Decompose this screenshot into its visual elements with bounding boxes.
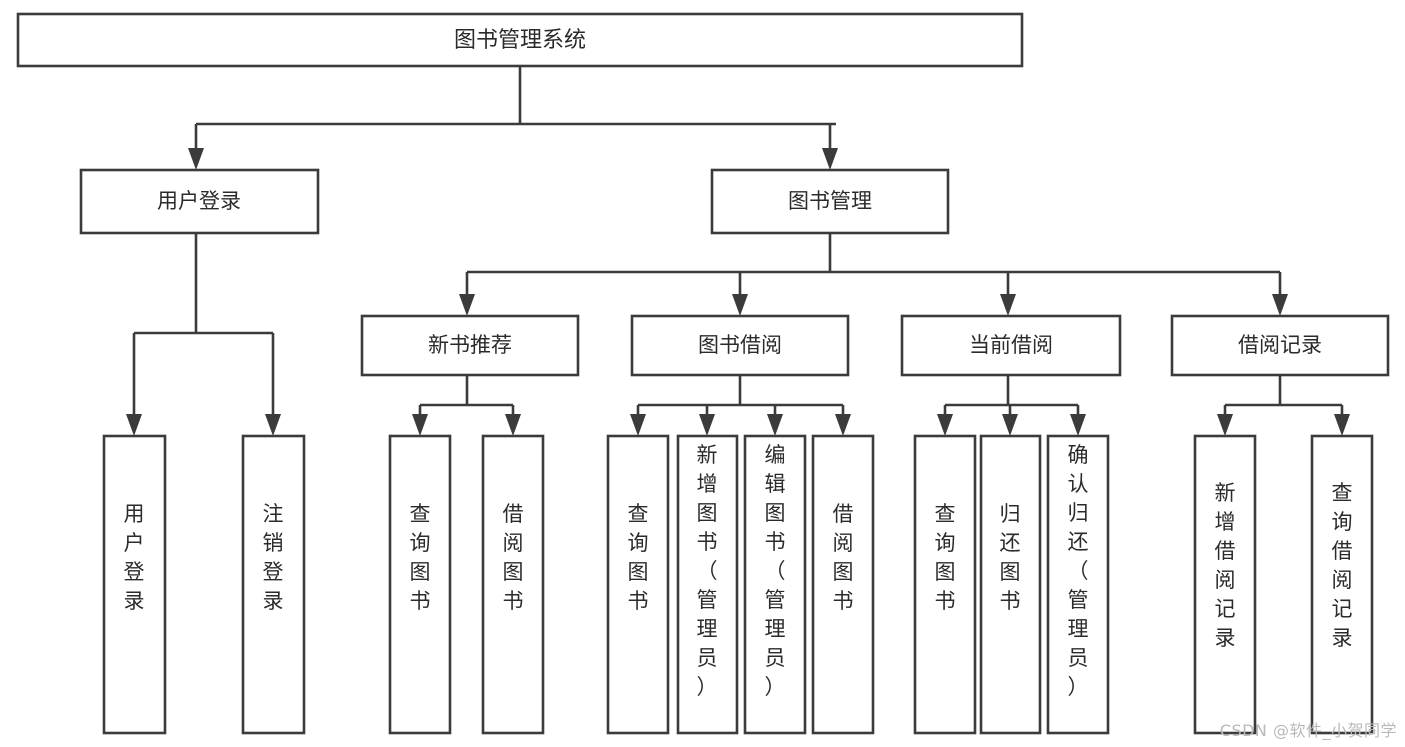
node-leaf-record-query-label: 查询借阅记录 bbox=[1332, 481, 1353, 650]
node-leaf-record-add-label: 新增借阅记录 bbox=[1215, 481, 1236, 650]
node-leaf-current-query-label: 查询图书 bbox=[935, 502, 956, 613]
node-new-book-recommend-label: 新书推荐 bbox=[428, 333, 512, 357]
node-leaf-user-login[interactable]: 用户登录 bbox=[102, 434, 167, 735]
arrow-bm-to-record bbox=[1272, 294, 1288, 316]
arrow-cb-to-leaf3 bbox=[1070, 414, 1086, 436]
node-leaf-borrow-add-label: 新增图书（管理员） bbox=[697, 443, 718, 699]
node-leaf-user-login-label: 用户登录 bbox=[124, 502, 145, 613]
arrow-cb-to-leaf1 bbox=[937, 414, 953, 436]
arrow-rec-to-leaf1 bbox=[1217, 414, 1233, 436]
node-leaf-borrow-edit-box[interactable] bbox=[743, 434, 807, 735]
node-leaf-record-add-box[interactable] bbox=[1193, 434, 1257, 735]
node-leaf-user-login-box[interactable] bbox=[102, 434, 167, 735]
node-current-borrow-box[interactable] bbox=[900, 314, 1122, 377]
node-book-management-box[interactable] bbox=[710, 168, 950, 235]
node-leaf-current-confirm[interactable]: 确认归还（管理员） bbox=[1046, 434, 1110, 735]
node-book-borrow[interactable]: 图书借阅 bbox=[630, 314, 850, 377]
node-leaf-newbook-borrow-label: 借阅图书 bbox=[503, 502, 524, 613]
node-leaf-record-query-box[interactable] bbox=[1310, 434, 1374, 735]
connector-group-newbook-to-leaves bbox=[412, 375, 521, 436]
node-leaf-borrow-add[interactable]: 新增图书（管理员） bbox=[676, 434, 739, 735]
node-leaf-current-query[interactable]: 查询图书 bbox=[913, 434, 977, 735]
node-leaf-current-query-box[interactable] bbox=[913, 434, 977, 735]
arrow-nb-to-leaf2 bbox=[505, 414, 521, 436]
arrow-nb-to-leaf1 bbox=[412, 414, 428, 436]
node-book-management[interactable]: 图书管理 bbox=[710, 168, 950, 235]
arrow-bb-to-leaf2 bbox=[699, 414, 715, 436]
node-leaf-borrow-query-box[interactable] bbox=[606, 434, 670, 735]
node-leaf-newbook-borrow[interactable]: 借阅图书 bbox=[481, 434, 545, 735]
node-new-book-recommend-box[interactable] bbox=[360, 314, 580, 377]
node-root-label: 图书管理系统 bbox=[454, 28, 586, 53]
arrow-bb-to-leaf4 bbox=[835, 414, 851, 436]
arrow-user-login-to-leaf2 bbox=[265, 414, 281, 436]
node-book-borrow-box[interactable] bbox=[630, 314, 850, 377]
node-user-login[interactable]: 用户登录 bbox=[79, 168, 320, 235]
node-leaf-borrow-add-box[interactable] bbox=[676, 434, 739, 735]
arrow-user-login-to-leaf1 bbox=[126, 414, 142, 436]
connector-group-root-to-level2 bbox=[188, 66, 838, 170]
node-user-login-label: 用户登录 bbox=[157, 189, 241, 213]
node-borrow-record-label: 借阅记录 bbox=[1238, 333, 1322, 357]
node-book-management-label: 图书管理 bbox=[788, 189, 872, 213]
arrow-bm-to-borrow bbox=[732, 294, 748, 316]
node-leaf-current-confirm-box[interactable] bbox=[1046, 434, 1110, 735]
node-leaf-user-logout-box[interactable] bbox=[241, 434, 306, 735]
arrow-bm-to-current bbox=[1000, 294, 1016, 316]
node-leaf-borrow-borrow-box[interactable] bbox=[811, 434, 875, 735]
connector-group-user-login-to-leaves bbox=[126, 233, 281, 436]
node-leaf-user-logout[interactable]: 注销登录 bbox=[241, 434, 306, 735]
node-user-login-box[interactable] bbox=[79, 168, 320, 235]
node-leaf-borrow-edit[interactable]: 编辑图书（管理员） bbox=[743, 434, 807, 735]
node-leaf-current-return[interactable]: 归还图书 bbox=[979, 434, 1042, 735]
node-book-borrow-label: 图书借阅 bbox=[698, 333, 782, 357]
arrow-root-to-book-mgmt bbox=[822, 148, 838, 170]
node-leaf-current-confirm-label: 确认归还（管理员） bbox=[1068, 443, 1089, 699]
node-leaf-borrow-borrow[interactable]: 借阅图书 bbox=[811, 434, 875, 735]
node-leaf-current-return-box[interactable] bbox=[979, 434, 1042, 735]
connector-group-current-to-leaves bbox=[937, 375, 1086, 436]
arrow-bb-to-leaf1 bbox=[630, 414, 646, 436]
arrow-bb-to-leaf3 bbox=[767, 414, 783, 436]
node-leaf-borrow-query-label: 查询图书 bbox=[628, 502, 649, 613]
arrow-root-to-user-login bbox=[188, 148, 204, 170]
node-root-box[interactable] bbox=[16, 12, 1024, 68]
node-leaf-borrow-query[interactable]: 查询图书 bbox=[606, 434, 670, 735]
connector-group-book-mgmt-to-level3 bbox=[459, 233, 1288, 316]
node-new-book-recommend[interactable]: 新书推荐 bbox=[360, 314, 580, 377]
connector-group-borrow-to-leaves bbox=[630, 375, 851, 436]
node-leaf-newbook-query[interactable]: 查询图书 bbox=[388, 434, 452, 735]
node-leaf-current-return-label: 归还图书 bbox=[1000, 502, 1021, 613]
node-current-borrow[interactable]: 当前借阅 bbox=[900, 314, 1122, 377]
node-root[interactable]: 图书管理系统 bbox=[16, 12, 1024, 68]
node-leaf-newbook-query-box[interactable] bbox=[388, 434, 452, 735]
arrow-rec-to-leaf2 bbox=[1334, 414, 1350, 436]
node-borrow-record-box[interactable] bbox=[1170, 314, 1390, 377]
node-leaf-user-logout-label: 注销登录 bbox=[263, 502, 284, 613]
arrow-cb-to-leaf2 bbox=[1002, 414, 1018, 436]
node-leaf-newbook-borrow-box[interactable] bbox=[481, 434, 545, 735]
node-leaf-borrow-borrow-label: 借阅图书 bbox=[833, 502, 854, 613]
arrow-bm-to-newbook bbox=[459, 294, 475, 316]
node-borrow-record[interactable]: 借阅记录 bbox=[1170, 314, 1390, 377]
node-current-borrow-label: 当前借阅 bbox=[969, 333, 1053, 357]
node-leaf-record-add[interactable]: 新增借阅记录 bbox=[1193, 434, 1257, 735]
node-leaf-newbook-query-label: 查询图书 bbox=[410, 502, 431, 613]
node-leaf-record-query[interactable]: 查询借阅记录 bbox=[1310, 434, 1374, 735]
connector-group-record-to-leaves bbox=[1217, 375, 1350, 436]
node-leaf-borrow-edit-label: 编辑图书（管理员） bbox=[765, 443, 786, 699]
